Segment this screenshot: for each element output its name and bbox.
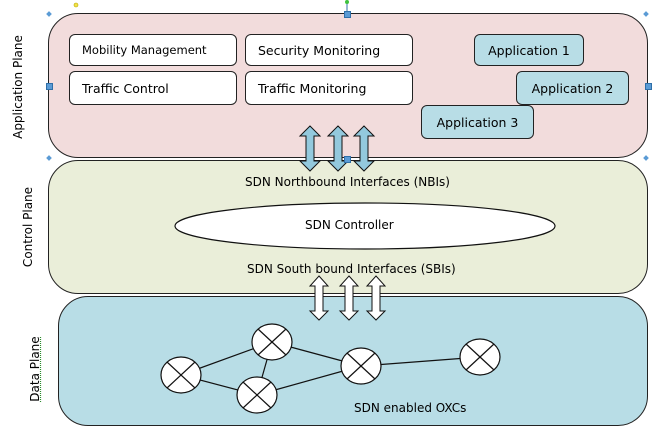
oxc-links xyxy=(180,341,481,396)
application-2-box: Application 2 xyxy=(516,71,629,105)
selection-handle-right[interactable] xyxy=(645,83,652,90)
sdn-controller-label: SDN Controller xyxy=(305,218,394,232)
application-3-box: Application 3 xyxy=(421,105,534,139)
security-monitoring-box: Security Monitoring xyxy=(245,34,413,66)
traffic-control-box: Traffic Control xyxy=(69,71,237,105)
mobility-management-box: Mobility Management xyxy=(69,34,237,66)
nbi-arrow-1 xyxy=(298,125,322,172)
nbi-arrow-3 xyxy=(352,125,376,172)
selection-handle-left[interactable] xyxy=(46,83,53,90)
sbi-arrow-1 xyxy=(308,275,330,321)
nbi-arrow-2 xyxy=(326,125,350,172)
sbi-arrows xyxy=(308,275,387,321)
oxc-node-1 xyxy=(160,356,202,394)
oxc-node-3 xyxy=(236,376,278,414)
application-1-box: Application 1 xyxy=(474,34,584,66)
northbound-interfaces-label: SDN Northbound Interfaces (NBIs) xyxy=(245,175,450,189)
oxc-node-5 xyxy=(459,338,501,376)
sbi-arrow-2 xyxy=(338,275,360,321)
traffic-monitoring-box: Traffic Monitoring xyxy=(245,71,413,105)
sdn-controller-ellipse xyxy=(174,202,556,250)
southbound-interfaces-label: SDN South bound Interfaces (SBIs) xyxy=(247,262,456,276)
oxc-node-4 xyxy=(340,347,382,385)
selection-handle-top[interactable] xyxy=(344,11,351,18)
adjust-handle[interactable] xyxy=(73,2,79,8)
oxc-caption: SDN enabled OXCs xyxy=(354,401,467,415)
rotation-handle[interactable] xyxy=(345,0,349,4)
selection-handle-bottom[interactable] xyxy=(344,156,351,163)
nbi-arrows xyxy=(298,125,376,172)
sbi-arrow-3 xyxy=(365,275,387,321)
oxc-node-2 xyxy=(251,323,293,361)
